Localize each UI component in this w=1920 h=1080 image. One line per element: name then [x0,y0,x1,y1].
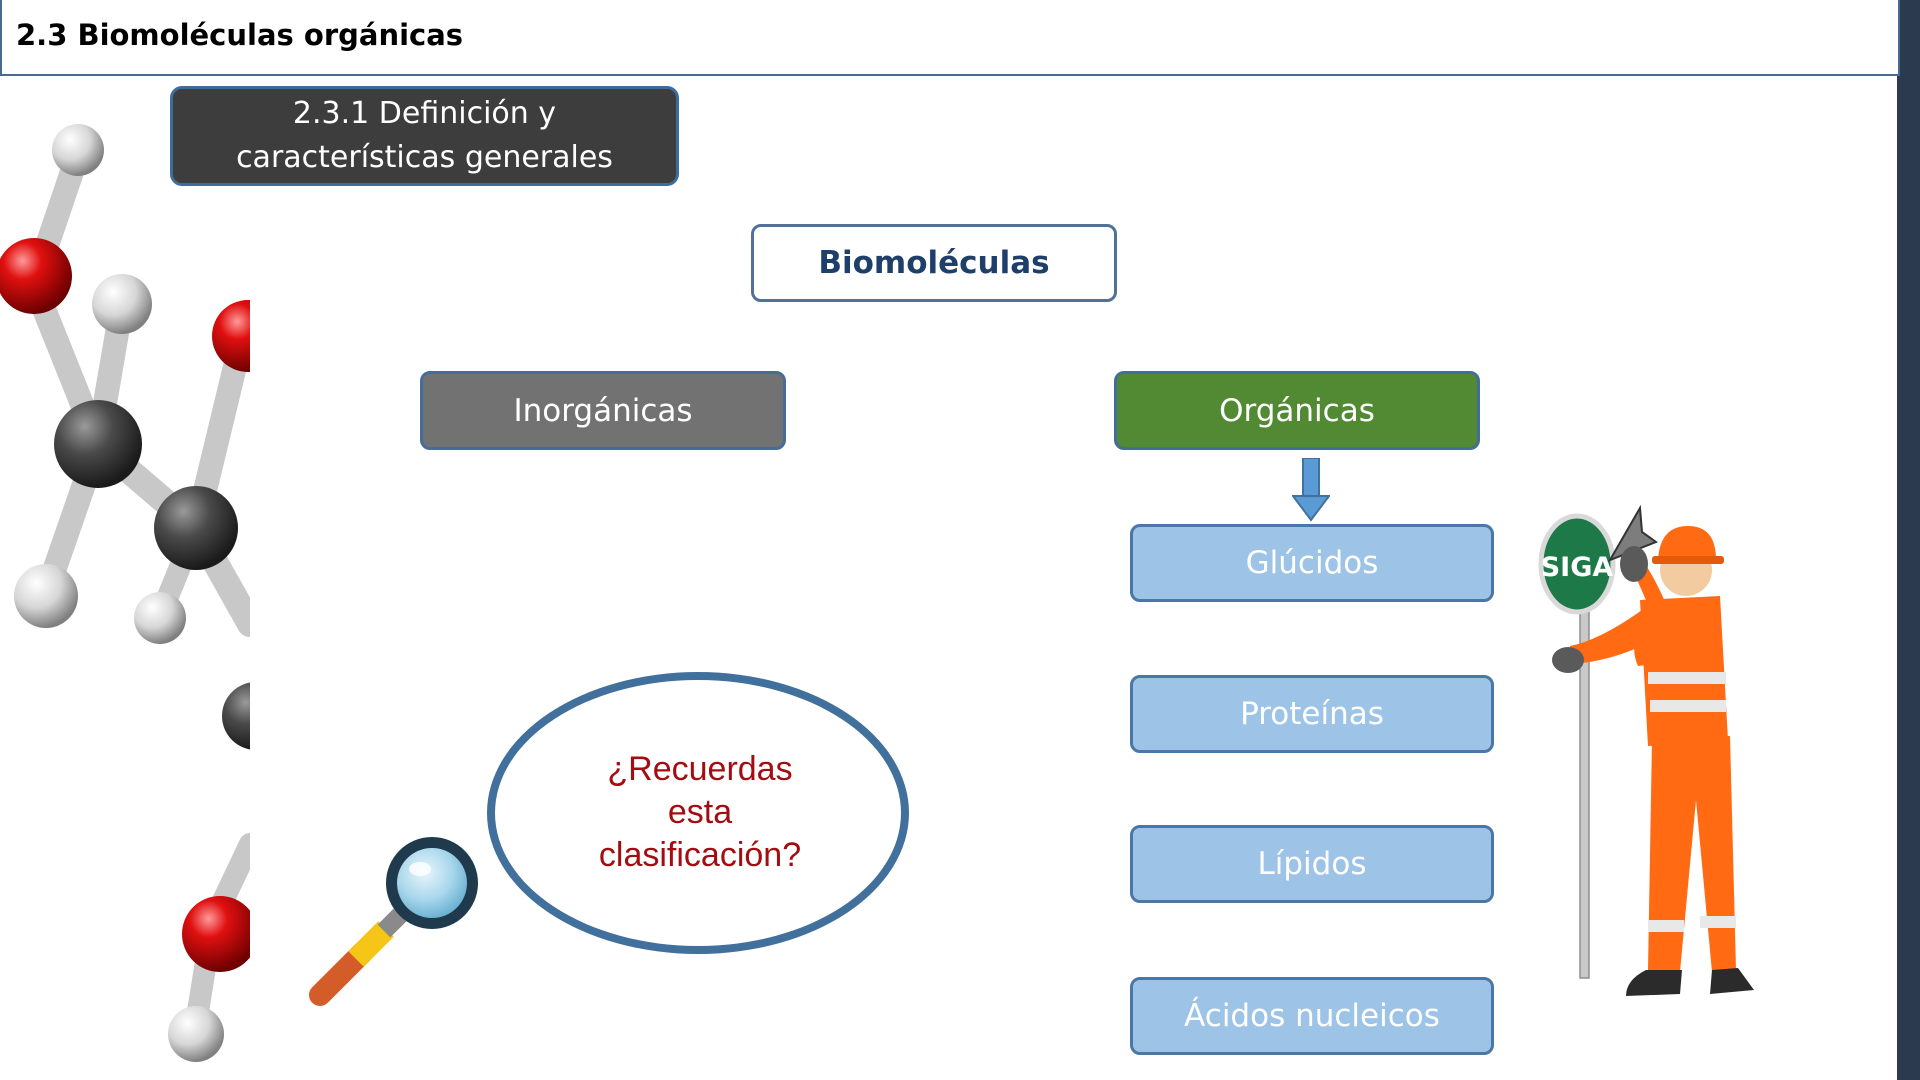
question-line-3: clasificación? [598,836,802,874]
question-bubble [487,672,909,954]
organic-node: Orgánicas [1114,371,1480,450]
biomolecules-node: Biomoléculas [751,224,1117,302]
inorganic-node: Inorgánicas [420,371,786,450]
magnifier-icon [309,837,478,1006]
header-bar: 2.3 Biomoléculas orgánicas [0,0,1900,76]
right-edge-bar [1897,0,1920,1080]
inorganic-label: Inorgánicas [513,392,693,429]
question-text: ¿Recuerdas esta clasificación? [540,748,860,877]
acidos-nucleicos-node: Ácidos nucleicos [1130,977,1494,1055]
sign-text: SIGA [1541,552,1614,583]
section-subtitle: 2.3.1 Definición y características gener… [170,86,679,186]
glucidos-label: Glúcidos [1245,545,1379,581]
lipidos-label: Lípidos [1257,846,1367,882]
section-subtitle-text: 2.3.1 Definición y características gener… [236,96,613,175]
biomolecules-label: Biomoléculas [818,245,1050,281]
down-arrow-icon [1292,458,1330,522]
proteinas-label: Proteínas [1240,696,1384,732]
molecule-illustration [0,124,250,1062]
glucidos-node: Glúcidos [1130,524,1494,602]
organic-label: Orgánicas [1219,392,1375,429]
question-line-2: esta [667,793,733,831]
proteinas-node: Proteínas [1130,675,1494,753]
page-title: 2.3 Biomoléculas orgánicas [16,18,464,52]
lipidos-node: Lípidos [1130,825,1494,903]
question-line-1: ¿Recuerdas [607,750,793,788]
acidos-nucleicos-label: Ácidos nucleicos [1184,998,1440,1034]
worker-with-sign-illustration: SIGA [1538,504,1754,996]
